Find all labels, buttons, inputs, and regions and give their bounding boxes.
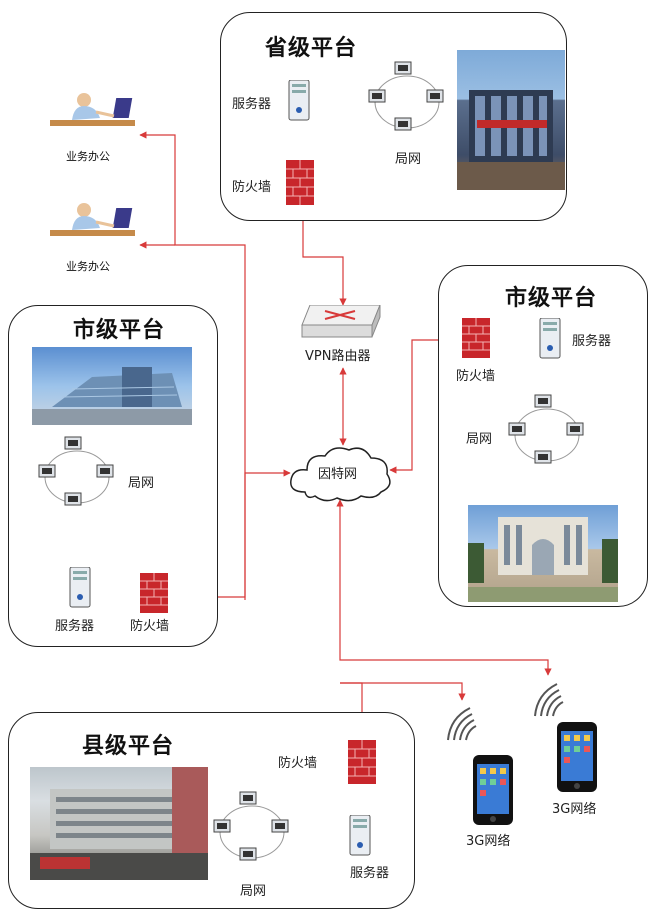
wireless-signal-icon bbox=[440, 700, 490, 749]
county-firewall-label: 防火墙 bbox=[278, 756, 318, 771]
internet-label: 因特网 bbox=[318, 467, 358, 482]
office-bottom-label: 业务办公 bbox=[66, 260, 110, 273]
office-worker-top bbox=[48, 88, 143, 136]
city-right-building-photo bbox=[468, 505, 618, 602]
firewall-icon bbox=[348, 740, 376, 788]
server-icon bbox=[286, 79, 312, 126]
firewall-icon bbox=[286, 160, 314, 209]
mobile-left-link bbox=[340, 682, 466, 701]
provincial-server-label: 服务器 bbox=[232, 97, 272, 112]
city-right-link bbox=[389, 336, 463, 474]
internet-cloud-icon bbox=[285, 442, 395, 508]
lan-ring-icon bbox=[35, 435, 120, 524]
internet-trunk bbox=[336, 499, 552, 676]
mobile-right-label: 3G网络 bbox=[552, 802, 597, 817]
city-right-server-label: 服务器 bbox=[572, 334, 612, 349]
vpn-router-icon bbox=[300, 304, 382, 345]
lan-ring-icon bbox=[505, 393, 590, 482]
provincial-firewall-label: 防火墙 bbox=[232, 180, 272, 195]
lan-ring-icon bbox=[210, 790, 295, 879]
smartphone-icon bbox=[557, 722, 597, 796]
firewall-icon bbox=[462, 318, 490, 362]
county-lan-label: 局网 bbox=[240, 884, 267, 899]
office-top-label: 业务办公 bbox=[66, 150, 110, 163]
server-icon bbox=[537, 317, 563, 364]
desk-worker-icon bbox=[50, 203, 135, 236]
county-title: 县级平台 bbox=[82, 734, 175, 759]
city-left-building-photo bbox=[32, 347, 192, 425]
provincial-building-photo bbox=[457, 50, 565, 190]
city-left-lan-label: 局网 bbox=[128, 476, 155, 491]
city-left-server-label: 服务器 bbox=[55, 619, 95, 634]
desk-worker-icon bbox=[50, 93, 135, 126]
city-right-lan-label: 局网 bbox=[466, 432, 493, 447]
city-left-title: 市级平台 bbox=[73, 318, 166, 343]
provincial-lan-label: 局网 bbox=[395, 152, 422, 167]
mobile-left-label: 3G网络 bbox=[466, 834, 511, 849]
office-worker-bottom bbox=[48, 198, 143, 246]
vpn-router-label: VPN路由器 bbox=[305, 349, 371, 364]
smartphone-icon bbox=[473, 755, 513, 829]
server-icon bbox=[347, 814, 373, 861]
wireless-signal-icon bbox=[527, 676, 577, 725]
provincial-title: 省级平台 bbox=[265, 36, 358, 61]
provincial-link bbox=[299, 204, 347, 306]
server-icon bbox=[67, 566, 93, 613]
city-right-firewall-label: 防火墙 bbox=[456, 369, 496, 384]
county-building-photo bbox=[30, 767, 208, 880]
firewall-icon bbox=[140, 573, 168, 617]
city-right-title: 市级平台 bbox=[505, 286, 598, 311]
lan-ring-icon bbox=[365, 60, 450, 149]
city-left-firewall-label: 防火墙 bbox=[130, 619, 170, 634]
county-server-label: 服务器 bbox=[350, 866, 390, 881]
